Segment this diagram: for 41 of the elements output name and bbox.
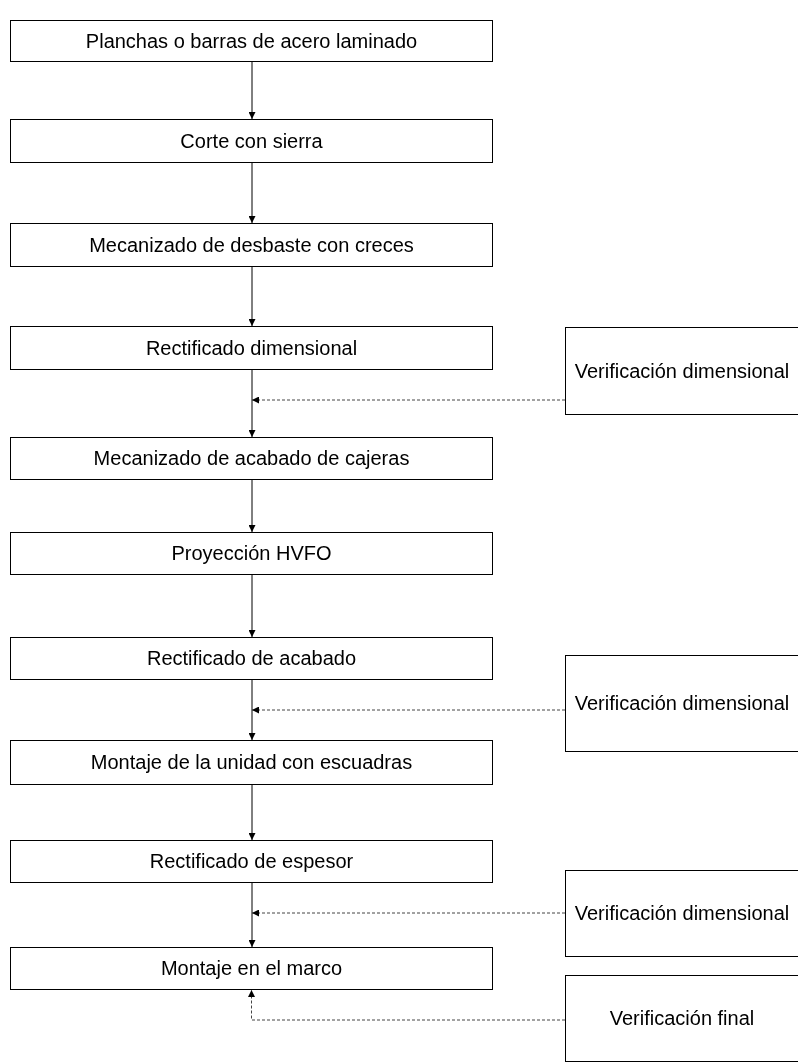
process-box — [10, 637, 493, 680]
step-label: Mecanizado de acabado de cajeras — [93, 447, 410, 470]
arrow — [248, 162, 256, 224]
check-box — [565, 327, 798, 415]
arrow — [248, 574, 256, 638]
step-label: Verificación dimensional — [574, 359, 790, 383]
arrow — [248, 61, 256, 120]
arrow — [248, 679, 256, 741]
step-label: Verificación dimensional — [574, 902, 790, 925]
step-label: Rectificado de espesor — [149, 850, 354, 873]
step-label: Rectificado dimensional — [145, 336, 358, 360]
process-box — [10, 947, 493, 990]
process-box — [10, 840, 493, 883]
step-label: Proyección HVFO — [171, 542, 332, 565]
step-label: Verificación final — [609, 1007, 755, 1030]
arrow — [248, 479, 256, 533]
step-label: Corte con sierra — [180, 129, 323, 153]
process-box — [10, 20, 493, 62]
check-box — [565, 975, 798, 1062]
arrow — [248, 266, 256, 327]
dashed-arrow — [251, 909, 566, 917]
check-box — [565, 655, 798, 752]
dashed-arrow — [248, 989, 566, 1021]
arrow — [248, 369, 256, 438]
process-box — [10, 437, 493, 480]
step-label: Verificación dimensional — [574, 692, 790, 715]
arrow — [248, 784, 256, 841]
process-box — [10, 326, 493, 370]
dashed-arrow — [251, 396, 566, 404]
dashed-arrow — [251, 706, 566, 714]
process-box — [10, 740, 493, 785]
step-label: Montaje de la unidad con escuadras — [90, 751, 413, 774]
process-box — [10, 119, 493, 163]
process-box — [10, 532, 493, 575]
process-box — [10, 223, 493, 267]
step-label: Mecanizado de desbaste con creces — [89, 233, 414, 257]
step-label: Planchas o barras de acero laminado — [85, 29, 418, 53]
step-label: Rectificado de acabado — [146, 647, 356, 670]
step-label: Montaje en el marco — [160, 957, 343, 980]
arrow — [248, 882, 256, 948]
check-box — [565, 870, 798, 957]
